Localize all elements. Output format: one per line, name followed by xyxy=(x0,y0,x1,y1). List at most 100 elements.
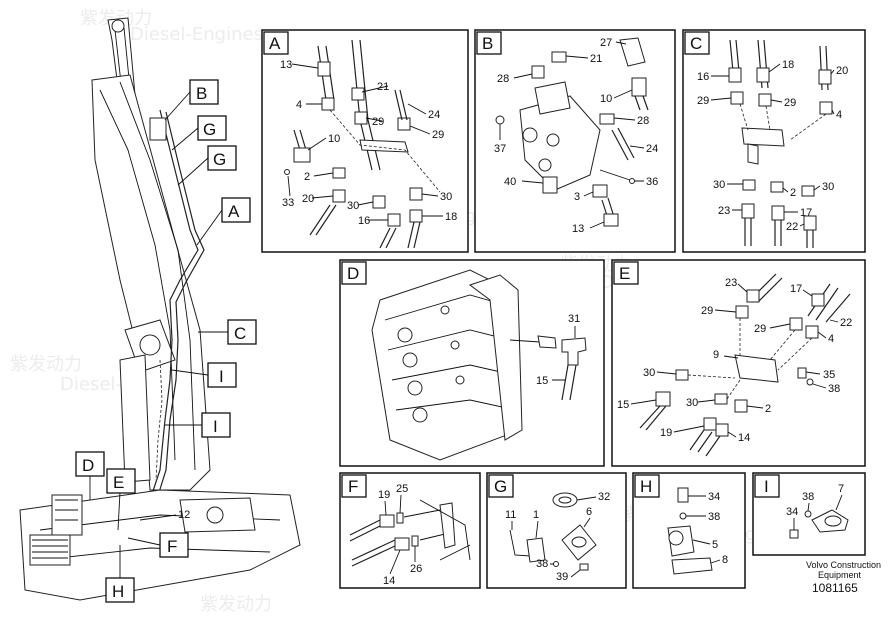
panel-E-letter: E xyxy=(619,264,630,283)
B-label-13: 13 xyxy=(572,223,584,235)
panel-D-letter: D xyxy=(347,264,359,283)
B-fitting-28a xyxy=(531,65,545,79)
panel-H-letter: H xyxy=(640,477,652,496)
control-valve xyxy=(51,494,83,536)
G-label-39: 39 xyxy=(556,571,568,583)
D-spool-3 xyxy=(407,380,423,396)
A-fitting-29b xyxy=(397,117,411,131)
leader-12 xyxy=(139,514,177,521)
B-label-24: 24 xyxy=(646,143,658,155)
D-valve-side xyxy=(468,274,523,441)
D-port-a xyxy=(440,305,450,315)
D-label-15: 15 xyxy=(536,375,548,387)
callout-C-box xyxy=(227,319,257,345)
panel-E-tag xyxy=(613,261,639,285)
E-plate-9 xyxy=(734,354,779,383)
A-label-18: 18 xyxy=(445,211,457,223)
leader-A xyxy=(196,209,223,246)
E-label-19: 19 xyxy=(660,427,672,439)
H-label-5: 5 xyxy=(712,539,718,551)
B-fitting-21 xyxy=(551,51,567,63)
A-label-4: 4 xyxy=(296,99,302,111)
A-fitting-18 xyxy=(409,209,423,223)
G-label-6: 6 xyxy=(586,506,592,518)
callout-G2: G xyxy=(213,150,226,169)
cab-step xyxy=(29,534,71,566)
D-label-31: 31 xyxy=(568,313,580,325)
boom-main xyxy=(91,74,211,491)
panel-F-letter: F xyxy=(348,477,358,496)
G-washer-38 xyxy=(553,561,559,567)
C-bracket-arm xyxy=(747,143,759,165)
A-fitting-16 xyxy=(387,213,401,227)
panel-A: A 13 21 4 24 29 29 10 2 20 33 30 30 16 1… xyxy=(261,29,469,253)
E-label-30b: 30 xyxy=(686,397,698,409)
panel-D: D 31 15 xyxy=(339,259,605,467)
B-fitting-28b xyxy=(599,113,615,125)
A-label-24: 24 xyxy=(428,109,440,121)
B-label-28a: 28 xyxy=(497,73,509,85)
panel-D-tag xyxy=(341,261,367,285)
G-bracket-1 xyxy=(526,537,546,563)
D-leaders xyxy=(552,326,576,381)
D-valve-sections xyxy=(384,294,517,411)
G-label-32: 32 xyxy=(598,491,610,503)
doc-number: 1081165 xyxy=(812,581,858,595)
control-valve-lines xyxy=(55,499,78,521)
H-label-8: 8 xyxy=(722,554,728,566)
B-hose-10 xyxy=(634,95,649,111)
H-label-38: 38 xyxy=(708,511,720,523)
F-hoses xyxy=(349,519,396,567)
C-label-18: 18 xyxy=(782,59,794,71)
B-fitting-3 xyxy=(592,184,608,198)
I-clamp-ring xyxy=(824,515,842,527)
panel-I-tag xyxy=(754,474,780,498)
A-label-16: 16 xyxy=(358,215,370,227)
D-pipe xyxy=(509,339,541,343)
E-label-9: 9 xyxy=(713,349,719,361)
B-plug-37 xyxy=(495,115,505,125)
C-fitting-20 xyxy=(818,69,832,85)
F-pipes xyxy=(403,509,446,541)
E-label-17: 17 xyxy=(790,283,802,295)
callout-I2-box xyxy=(201,412,231,438)
A-fitting-21 xyxy=(351,87,365,101)
E-label-29b: 29 xyxy=(754,323,766,335)
C-fitting-2 xyxy=(770,181,784,193)
H-plate-8 xyxy=(671,557,713,575)
E-washer-30b xyxy=(714,393,728,405)
panel-G: G 32 11 1 6 38 39 xyxy=(486,472,627,589)
E-label-30a: 30 xyxy=(643,367,655,379)
E-washer-38 xyxy=(806,378,814,386)
C-fitting-22 xyxy=(803,215,817,231)
C-label-16: 16 xyxy=(697,71,709,83)
C-fitting-18 xyxy=(756,67,770,83)
C-fitting-29a xyxy=(730,91,744,105)
panel-H-tag xyxy=(634,474,660,498)
panel-E: E 23 17 29 22 29 4 9 30 35 38 15 30 2 19… xyxy=(611,259,866,467)
I-label-34: 34 xyxy=(786,506,798,518)
boom-edge-2 xyxy=(119,81,196,471)
E-fitting-15 xyxy=(655,391,671,407)
panel-I: I 38 7 34 xyxy=(752,472,866,556)
panel-A-letter: A xyxy=(269,34,281,53)
callout-A-box xyxy=(221,197,251,223)
A-label-33: 33 xyxy=(282,197,294,209)
B-hose-24 xyxy=(611,127,635,161)
D-spool-2 xyxy=(402,352,418,368)
E-dash-line xyxy=(739,318,813,371)
C-label-17: 17 xyxy=(800,207,812,219)
A-hose-bottom xyxy=(309,204,421,249)
D-adapter xyxy=(537,335,557,349)
watermark-en: Diesel-Engines xyxy=(130,24,263,45)
H-clamp-ring xyxy=(668,530,684,546)
callout-B: B xyxy=(196,84,207,103)
A-fitting-30b xyxy=(409,187,423,201)
leader-E xyxy=(117,491,121,531)
A-label-20: 20 xyxy=(302,193,314,205)
panel-G-letter: G xyxy=(494,477,507,496)
callout-B-box xyxy=(189,79,219,105)
E-hoses-bottom xyxy=(689,429,721,457)
A-label-10: 10 xyxy=(328,133,340,145)
